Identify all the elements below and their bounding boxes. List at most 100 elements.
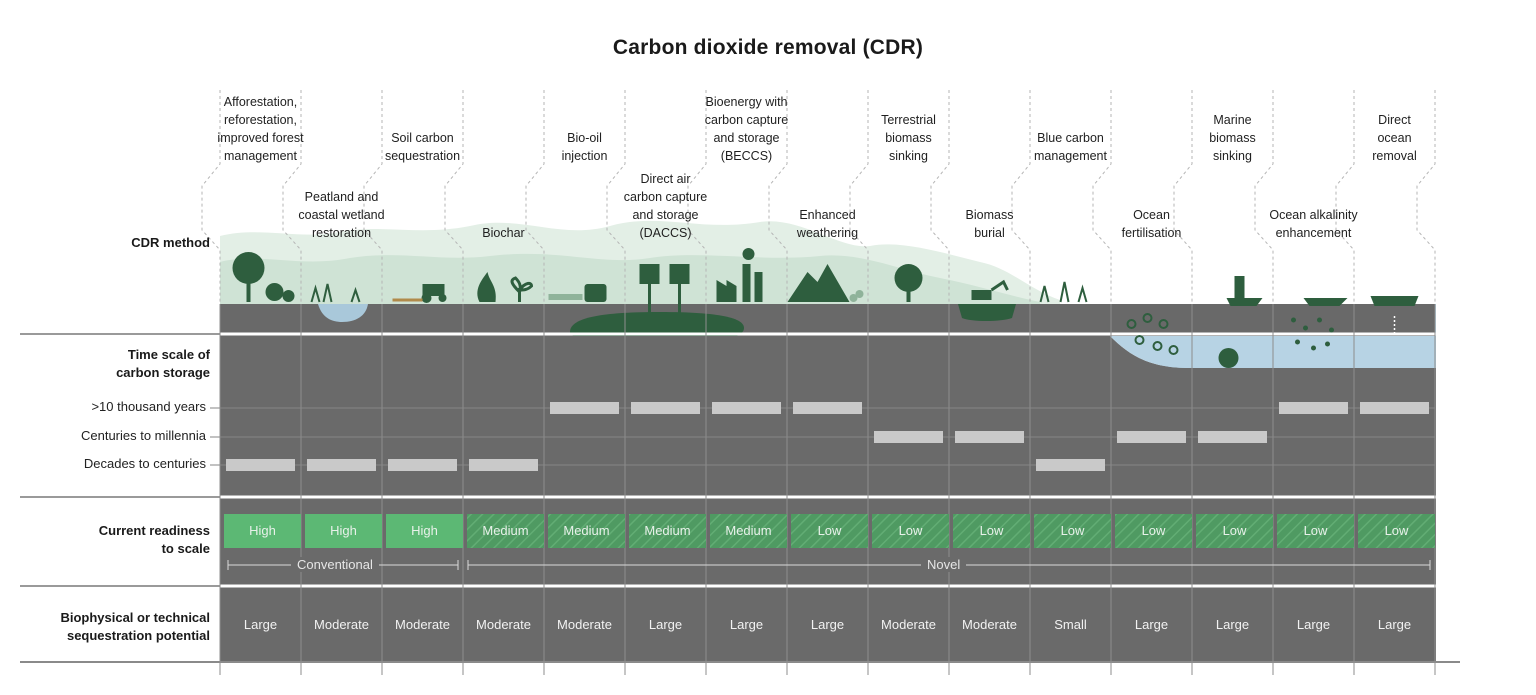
fire-plant-icon — [477, 272, 534, 302]
alkalinity-particle — [1303, 325, 1308, 331]
readiness-bar — [548, 514, 625, 548]
time-scale-bar — [226, 459, 295, 471]
time-scale-bar — [388, 459, 457, 471]
time-scale-bar — [712, 402, 781, 414]
boat-hull — [1303, 298, 1348, 306]
column-divider — [363, 90, 383, 304]
row-label-time-scale: Time scale of carbon storage — [116, 347, 210, 380]
tractor-wheel — [438, 294, 447, 302]
column-divider — [282, 90, 302, 304]
alkalinity-particle — [1291, 317, 1296, 323]
chimney — [742, 264, 751, 302]
readiness-label: Medium — [644, 523, 691, 538]
time-level-label: >10 thousand years — [91, 399, 206, 414]
nutrient-bubble — [1168, 345, 1179, 355]
readiness-label: Low — [1060, 523, 1085, 538]
tree-trunk — [246, 278, 251, 302]
row-label-potential: Biophysical or technical sequestration p… — [60, 610, 210, 643]
tractor-icon — [392, 284, 447, 303]
fire — [477, 272, 496, 302]
potential-label: Large — [1215, 617, 1250, 632]
trees-icon — [232, 252, 295, 302]
reeds — [310, 283, 361, 303]
wetland-pond — [318, 304, 368, 322]
pebble — [855, 290, 864, 298]
potential-label: Small — [1054, 617, 1087, 632]
column-divider — [201, 90, 221, 304]
readiness-bar — [872, 514, 949, 548]
column-divider — [930, 90, 950, 304]
readiness-label: Medium — [563, 523, 610, 538]
chimney — [754, 272, 763, 302]
column-divider — [768, 90, 788, 304]
alkalinity-particle — [1295, 339, 1300, 345]
time-scale-bar — [955, 431, 1024, 443]
readiness-label: High — [249, 523, 276, 538]
excavator-arm — [990, 279, 1009, 292]
alkalinity-particle — [1317, 317, 1322, 323]
tree-icon — [894, 264, 923, 302]
method-label: Peatland and coastal wetland restoration — [298, 190, 385, 240]
method-label: Blue carbon management — [1034, 131, 1107, 163]
boat-particles-icon — [1291, 298, 1348, 351]
readiness-label: Low — [979, 523, 1004, 538]
column-divider — [1173, 90, 1193, 304]
method-label: Direct air carbon capture and storage (D… — [623, 172, 708, 240]
sunk-biomass — [1218, 348, 1239, 368]
potential-label: Large — [810, 617, 845, 632]
time-scale-bar — [550, 402, 619, 414]
readiness-bar — [305, 514, 382, 548]
seagrass — [1039, 281, 1088, 303]
column-divider — [606, 90, 626, 304]
tree-canopy — [232, 252, 265, 284]
ship-tower — [1234, 276, 1245, 298]
readiness-bar — [224, 514, 301, 548]
method-label: Enhanced weathering — [796, 208, 859, 240]
method-label: Terrestrial biomass sinking — [881, 113, 936, 163]
injection-unit — [584, 284, 607, 302]
tree-canopy — [894, 264, 923, 292]
potential-label: Large — [729, 617, 764, 632]
nutrient-bubble — [1134, 335, 1145, 345]
wetland-icon — [310, 283, 361, 303]
readiness-label: Low — [1141, 523, 1166, 538]
pipe-icon — [548, 284, 607, 302]
tractor-body — [422, 284, 445, 296]
readiness-bar — [710, 514, 787, 548]
readiness-label: High — [330, 523, 357, 538]
potential-label: Large — [243, 617, 278, 632]
platform-icon — [1370, 296, 1419, 336]
potential-label: Moderate — [476, 617, 531, 632]
ground-band — [220, 304, 1435, 336]
group-label-novel: Novel — [921, 557, 967, 572]
potential-label: Moderate — [557, 617, 612, 632]
removal-platform — [1370, 296, 1419, 306]
potential-label: Large — [1134, 617, 1169, 632]
method-label: Ocean fertilisation — [1121, 208, 1182, 240]
column-divider — [687, 90, 707, 304]
time-level-label: Decades to centuries — [83, 456, 206, 471]
readiness-bar — [386, 514, 463, 548]
time-scale-bar — [1036, 459, 1105, 471]
readiness-bar — [1115, 514, 1192, 548]
readiness-label: Low — [898, 523, 923, 538]
ship-icon — [1218, 276, 1263, 368]
factory — [716, 280, 737, 302]
potential-label: Large — [648, 617, 683, 632]
potential-label: Moderate — [395, 617, 450, 632]
nutrient-bubble — [1152, 341, 1163, 351]
method-label: Bioenergy with carbon capture and storag… — [704, 95, 789, 163]
readiness-bar — [1358, 514, 1435, 548]
nutrient-bubble — [1142, 313, 1153, 323]
method-label: Afforestation, reforestation, improved f… — [217, 95, 304, 163]
rock-mountain — [787, 264, 850, 302]
page-title: Carbon dioxide removal (CDR) — [612, 36, 924, 59]
time-scale-bar — [307, 459, 376, 471]
readiness-bar — [791, 514, 868, 548]
method-label: Marine biomass sinking — [1209, 113, 1256, 163]
burial-pit — [958, 304, 1016, 321]
alkalinity-particle — [1325, 341, 1330, 347]
method-label: Direct ocean removal — [1372, 113, 1417, 163]
readiness-label: High — [411, 523, 438, 538]
